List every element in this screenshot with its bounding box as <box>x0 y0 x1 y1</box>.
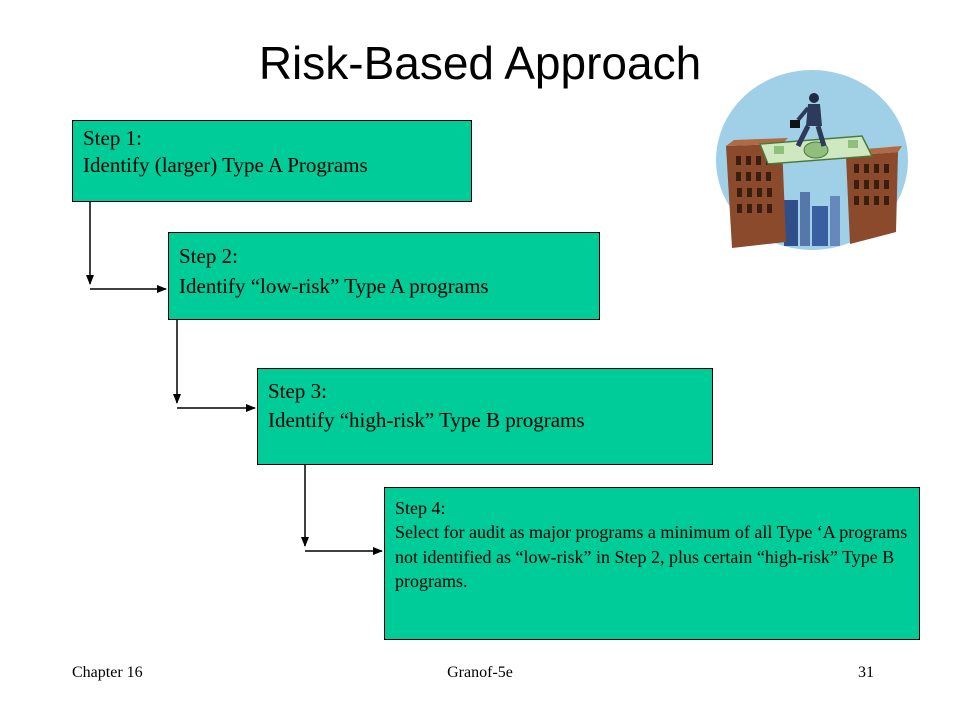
step-3-text: Identify “high-risk” Type B programs <box>268 408 585 433</box>
step-1-box: Step 1: Identify (larger) Type A Program… <box>72 120 472 202</box>
footer-chapter: Chapter 16 <box>72 664 143 681</box>
step-4-heading: Step 4: <box>395 498 446 518</box>
footer-source: Granof-5e <box>447 664 513 681</box>
step-1-text: Identify (larger) Type A Programs <box>83 153 368 178</box>
connector-1-to-2 <box>86 202 167 293</box>
step-4-box: Step 4: Select for audit as major progra… <box>384 487 920 640</box>
connector-2-to-3 <box>173 320 256 412</box>
slide-title: Risk-Based Approach <box>258 37 702 89</box>
step-2-text: Identify “low-risk” Type A programs <box>179 274 489 299</box>
footer-page-number: 31 <box>858 664 874 681</box>
step-3-box: Step 3: Identify “high-risk” Type B prog… <box>257 368 713 465</box>
step-2-box: Step 2: Identify “low-risk” Type A progr… <box>168 232 600 320</box>
step-3-heading: Step 3: <box>268 379 327 403</box>
step-2-heading: Step 2: <box>179 244 238 268</box>
step-1-heading: Step 1: <box>83 126 142 150</box>
step-4-text: Select for audit as major programs a min… <box>395 522 908 591</box>
connector-3-to-4 <box>301 465 383 555</box>
businessman-walking-on-money-bridge-icon <box>712 60 912 265</box>
